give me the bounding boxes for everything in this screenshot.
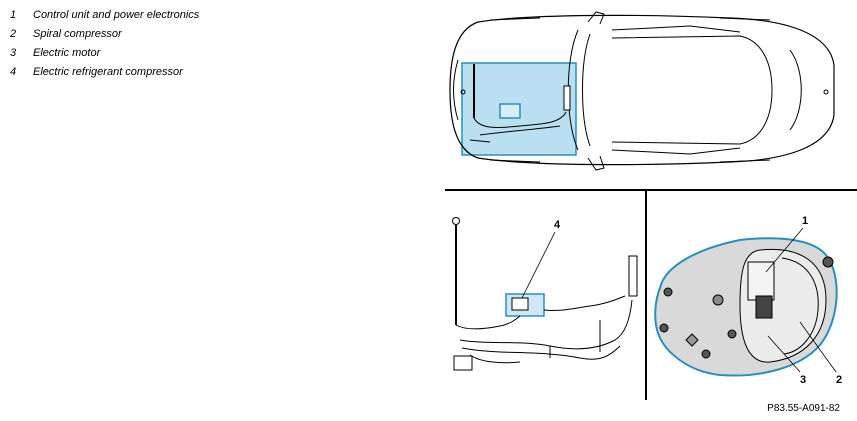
rear-window bbox=[789, 49, 802, 131]
pipe-high bbox=[455, 315, 521, 330]
callout-3-leader bbox=[767, 335, 801, 373]
legend-number: 2 bbox=[10, 28, 17, 40]
bolt bbox=[659, 323, 669, 333]
car-top-view bbox=[449, 11, 835, 171]
legend-label: Control unit and power electronics bbox=[33, 9, 200, 21]
bolt bbox=[727, 329, 737, 339]
legend-label: Electric refrigerant compressor bbox=[33, 66, 183, 78]
wheel-front-top bbox=[489, 17, 541, 21]
callout-4-leader bbox=[521, 231, 556, 299]
wheel-rear-bottom bbox=[719, 159, 771, 163]
legend-label: Electric motor bbox=[33, 47, 101, 59]
front-bumper bbox=[453, 59, 459, 121]
side-window-top bbox=[611, 25, 741, 155]
bolt bbox=[701, 349, 711, 359]
callout-2: 2 bbox=[836, 374, 842, 386]
legend-number: 3 bbox=[10, 47, 17, 59]
legend-label: Spiral compressor bbox=[33, 28, 122, 40]
compressor-detail bbox=[654, 237, 838, 377]
receiver-dryer bbox=[453, 355, 473, 371]
callout-4: 4 bbox=[554, 219, 561, 231]
roof-outline bbox=[611, 35, 773, 145]
legend-item: 3 Electric motor bbox=[10, 44, 199, 63]
windshield-inner bbox=[582, 33, 591, 147]
wheel-front-bottom bbox=[489, 159, 541, 163]
callout-1: 1 bbox=[802, 215, 808, 227]
bolt bbox=[822, 256, 834, 268]
mirror-top bbox=[587, 11, 605, 25]
callout-1-leader bbox=[765, 227, 804, 273]
callout-3: 3 bbox=[800, 374, 806, 386]
legend-item: 2 Spiral compressor bbox=[10, 25, 199, 44]
expansion-valve bbox=[628, 255, 638, 297]
control-unit bbox=[747, 261, 775, 301]
pipe-loop bbox=[459, 299, 633, 350]
legend-number: 1 bbox=[10, 9, 17, 21]
bolt bbox=[663, 287, 673, 297]
legend-number: 4 bbox=[10, 66, 17, 78]
reference-code: P83.55-A091-82 bbox=[767, 403, 840, 414]
pipe-suction bbox=[543, 295, 626, 311]
compressor-mini bbox=[499, 103, 521, 119]
callout-2-leader bbox=[799, 321, 837, 373]
legend-item: 1 Control unit and power electronics bbox=[10, 6, 199, 25]
tow-eye bbox=[460, 89, 466, 95]
legend-item: 4 Electric refrigerant compressor bbox=[10, 63, 199, 82]
bolt bbox=[712, 294, 724, 306]
rear-tow-eye bbox=[823, 89, 829, 95]
service-port bbox=[452, 217, 460, 225]
mirror-bottom bbox=[587, 155, 605, 171]
logo-mark bbox=[685, 333, 699, 347]
wheel-rear-top bbox=[719, 17, 771, 21]
refrigerant-circuit bbox=[452, 217, 638, 371]
legend-list: 1 Control unit and power electronics 2 Spi… bbox=[10, 6, 199, 82]
